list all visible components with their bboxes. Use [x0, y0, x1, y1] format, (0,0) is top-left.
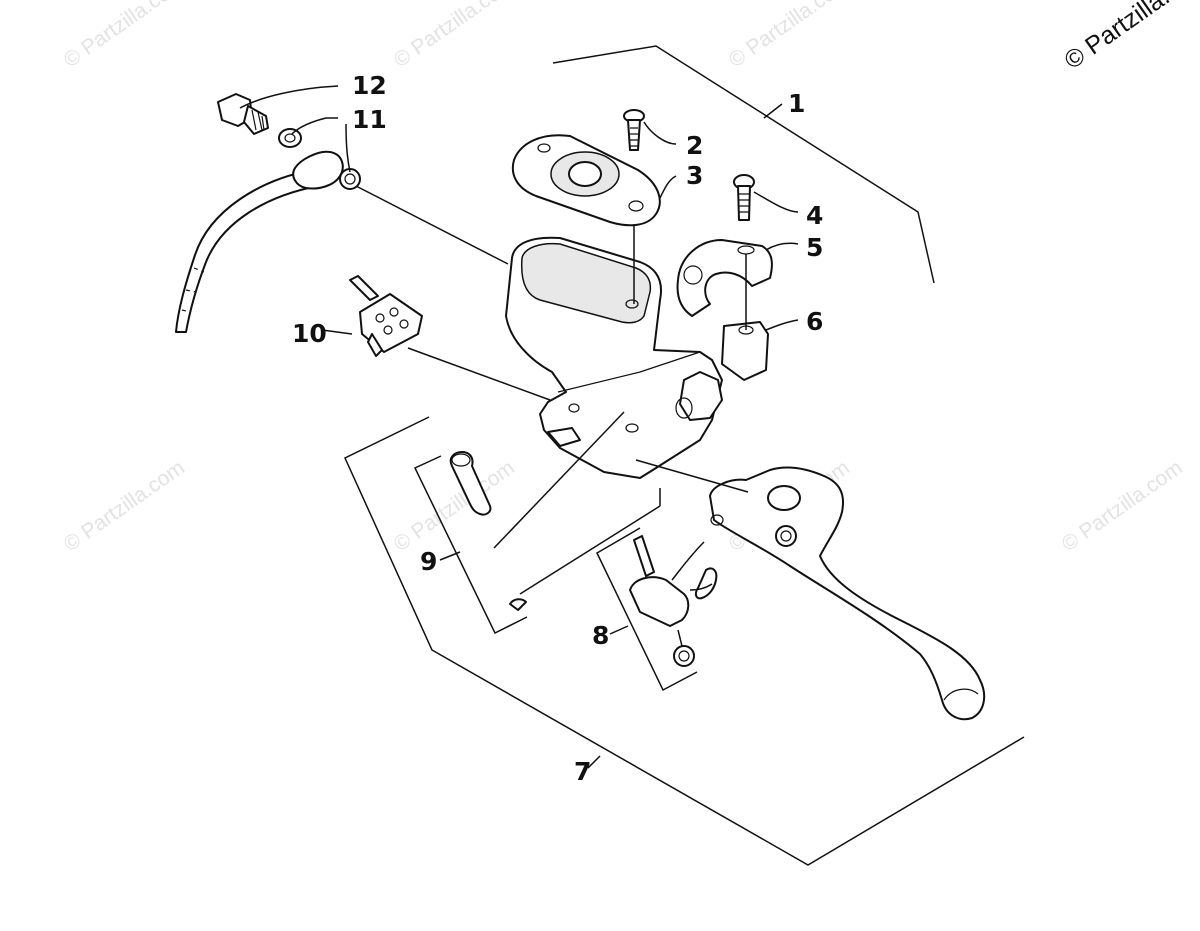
clamp-screw-4 — [733, 174, 755, 221]
callout-12: 12 — [352, 71, 387, 100]
leader-lines — [239, 85, 799, 769]
clamp-boss-6 — [721, 321, 769, 381]
handlebar-clamp-5 — [676, 239, 773, 317]
watermark: © Partzilla.com — [390, 0, 519, 72]
reservoir-cover-3 — [511, 134, 661, 227]
pivot-pin-9 — [449, 451, 527, 611]
copyright-notice: © Partzilla.com — [1059, 0, 1200, 75]
watermark: © Partzilla.com — [60, 0, 189, 72]
callout-10: 10 — [292, 319, 327, 348]
brake-hose — [175, 150, 344, 333]
crush-washer-11 — [278, 128, 361, 190]
bracket-assembly-9 — [413, 455, 528, 635]
cover-screw-2 — [623, 109, 645, 151]
callout-1: 1 — [788, 89, 805, 118]
callout-7: 7 — [574, 757, 591, 786]
brake-lever-7 — [709, 466, 986, 721]
lever-adjuster-8 — [629, 535, 718, 667]
watermark: © Partzilla.com — [60, 456, 189, 556]
callout-2: 2 — [686, 131, 703, 160]
watermark: © Partzilla.com — [1058, 456, 1187, 556]
callout-3: 3 — [686, 161, 703, 190]
bracket-assembly-1 — [552, 45, 935, 284]
bracket-assembly-7 — [344, 416, 1025, 866]
callout-11: 11 — [352, 105, 387, 134]
master-cylinder-body — [505, 236, 723, 479]
callout-4: 4 — [806, 201, 823, 230]
callout-6: 6 — [806, 307, 823, 336]
callout-8: 8 — [592, 621, 609, 650]
banjo-bolt-12 — [217, 93, 269, 135]
callout-5: 5 — [806, 233, 823, 262]
callout-9: 9 — [420, 547, 437, 576]
callouts: 1 2 3 4 5 6 7 8 9 10 11 12 — [292, 71, 823, 786]
brake-switch-10 — [349, 275, 423, 357]
watermark: © Partzilla.com — [725, 0, 854, 72]
bracket-assembly-8 — [596, 527, 698, 692]
